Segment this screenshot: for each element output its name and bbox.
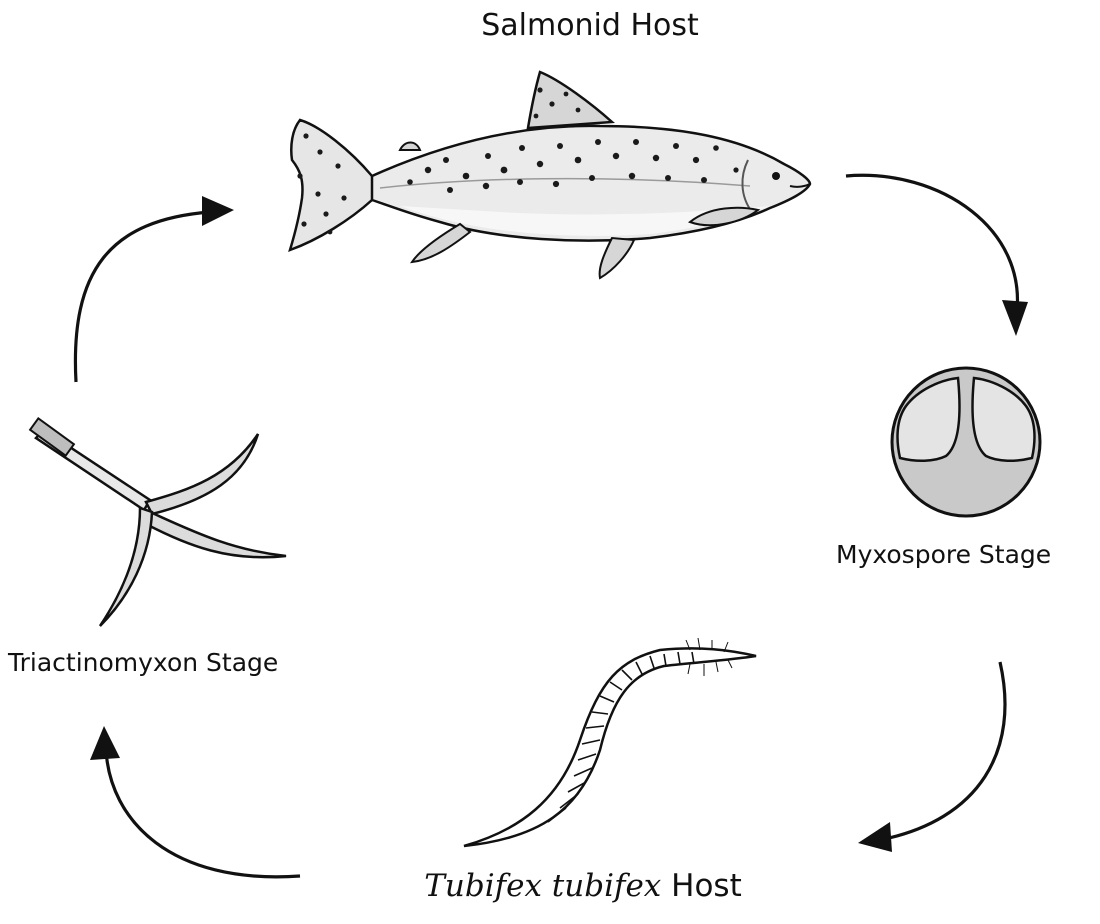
tubifex-species-name: Tubifex tubifex xyxy=(424,868,661,904)
triactinomyxon-icon xyxy=(30,418,286,626)
arrowhead-icon xyxy=(858,822,892,852)
salmonid-host-label: Salmonid Host xyxy=(0,8,1100,43)
arrowhead-icon xyxy=(202,196,234,226)
tubifex-host-word: Host xyxy=(671,868,742,904)
tubifex-host-label: Tubifex tubifex Host xyxy=(0,868,1100,904)
triactinomyxon-stage-label: Triactinomyxon Stage xyxy=(8,648,278,677)
arrowhead-icon xyxy=(1002,300,1028,336)
arrow-worm-to-tam-icon xyxy=(106,750,300,877)
arrow-myxospore-to-worm-icon xyxy=(880,662,1005,840)
myxospore-stage-label: Myxospore Stage xyxy=(836,540,1051,569)
worm-icon xyxy=(464,638,756,846)
fish-icon xyxy=(290,72,810,278)
arrowhead-icon xyxy=(90,726,120,760)
arrow-fish-to-myxospore-icon xyxy=(846,175,1017,318)
arrow-tam-to-fish-icon xyxy=(75,212,210,382)
myxospore-icon xyxy=(892,368,1040,516)
